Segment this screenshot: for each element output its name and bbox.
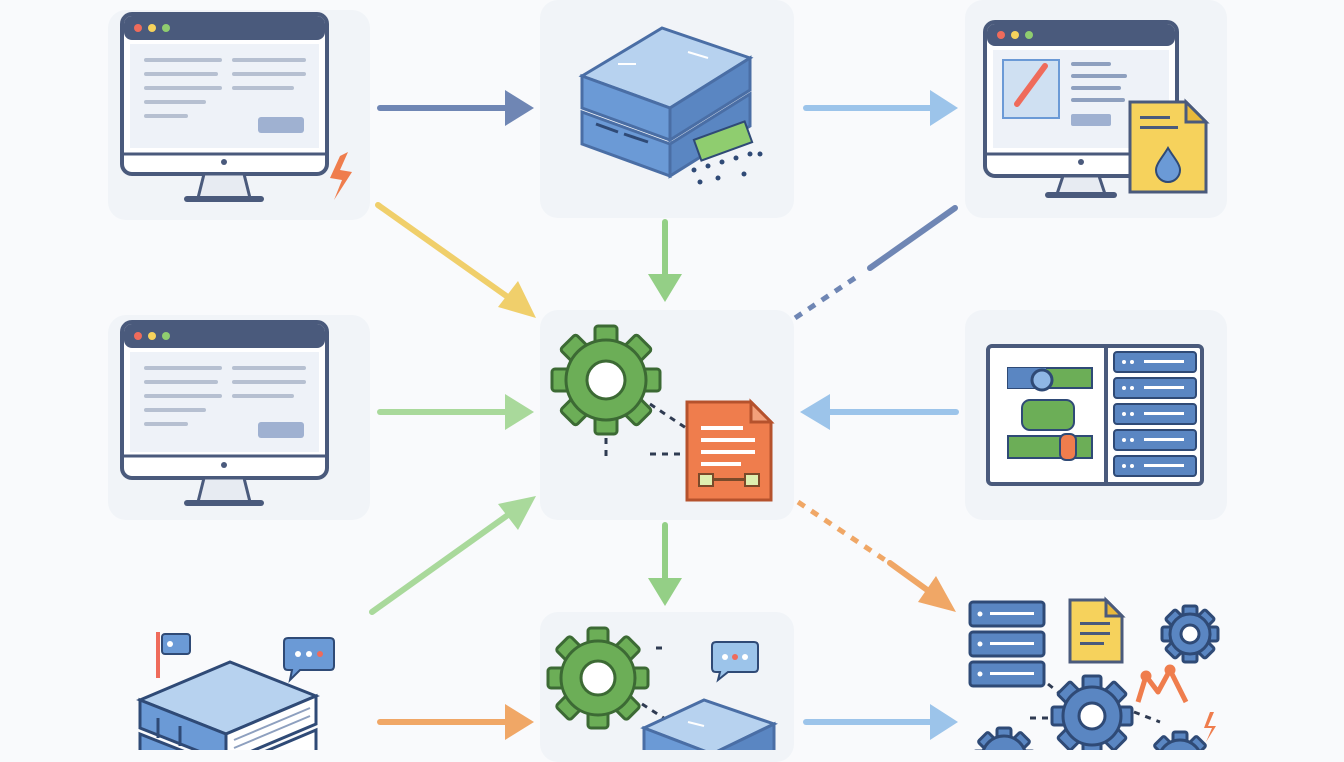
network-link-icon <box>1135 664 1189 704</box>
chat-bubble-icon <box>711 641 759 683</box>
edge-knowledge-to-core <box>369 496 536 615</box>
gear-icon <box>1050 674 1134 750</box>
gear-icon <box>550 324 662 436</box>
edge-storage-to-editor <box>803 90 958 126</box>
document-icon <box>1068 596 1126 664</box>
gear-icon <box>974 726 1034 750</box>
flag-icon <box>156 632 191 678</box>
spark-icon <box>330 152 352 200</box>
spark-icon <box>1204 712 1216 742</box>
edge-client-a-to-storage <box>377 90 534 126</box>
gear-icon <box>1160 604 1220 664</box>
edge-storage-to-core <box>648 219 682 302</box>
chat-bubble-icon <box>283 637 335 684</box>
monitor-form-icon <box>120 12 329 202</box>
connector-dashes <box>641 646 677 728</box>
gear-icon <box>1153 730 1207 750</box>
edge-editor-to-core <box>793 205 958 321</box>
monitor-form-icon <box>120 320 329 506</box>
document-drop-icon <box>1128 98 1210 194</box>
document-icon <box>685 398 775 502</box>
edge-client-a-to-core <box>375 202 536 318</box>
book-stack-icon <box>136 660 320 750</box>
server-block-icon <box>640 698 778 750</box>
edge-admin-to-core <box>800 394 959 430</box>
edge-core-to-cluster <box>796 499 956 612</box>
connector-dashes <box>604 402 687 460</box>
gear-icon <box>546 626 650 730</box>
edge-client-b-to-core <box>377 394 534 430</box>
edge-knowledge-to-pipeline <box>377 704 534 740</box>
server-block-icon <box>578 26 763 185</box>
edge-pipeline-to-cluster <box>803 704 958 740</box>
dashboard-panel-icon <box>986 344 1204 486</box>
server-rack-icon <box>968 600 1046 688</box>
edge-core-to-pipeline <box>648 522 682 606</box>
